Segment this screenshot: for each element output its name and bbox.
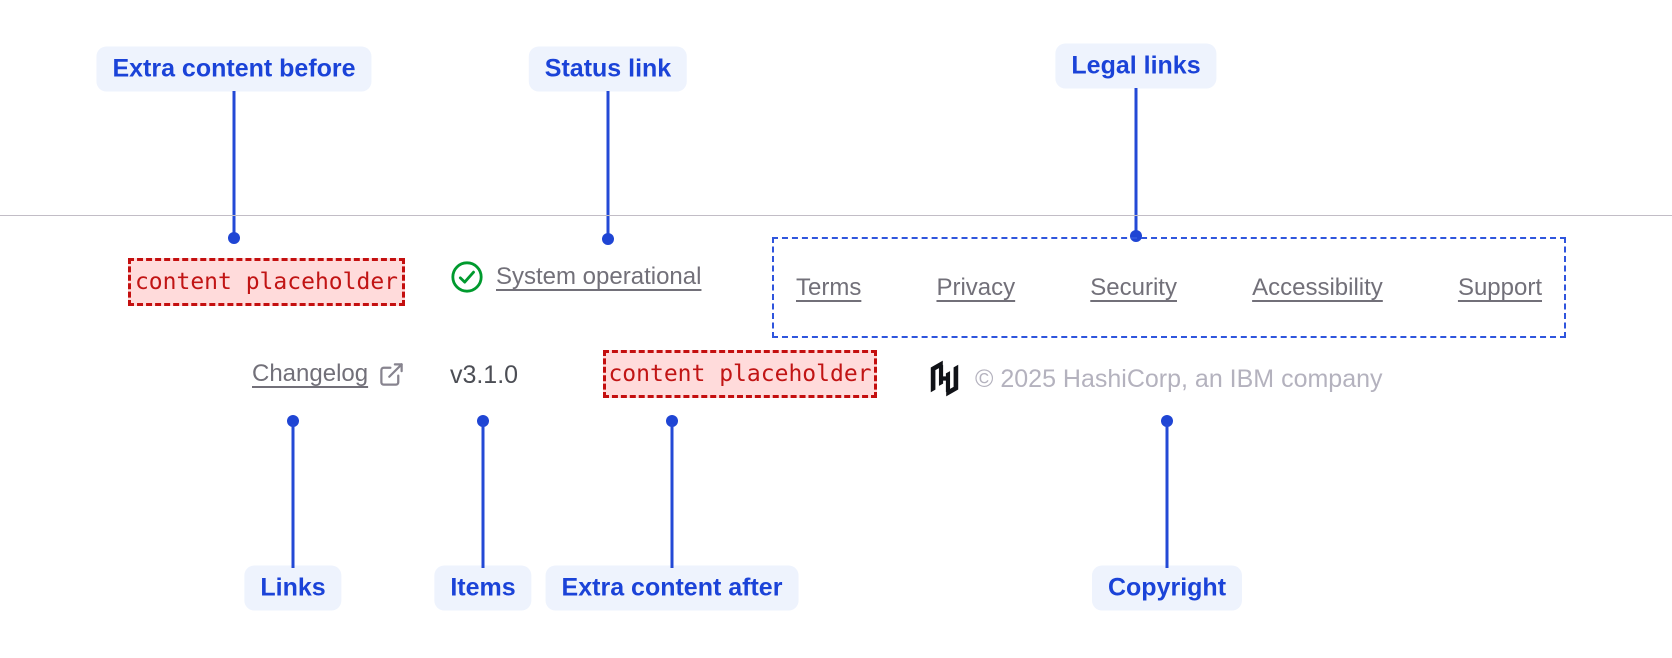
connector-dot-extra-content-after <box>666 415 678 427</box>
connector-line-status-link <box>606 91 610 237</box>
placeholder-text: content placeholder <box>134 269 399 295</box>
legal-link-privacy[interactable]: Privacy <box>936 273 1016 301</box>
status-link-label[interactable]: System operational <box>496 263 702 290</box>
legal-link-support[interactable]: Support <box>1457 273 1542 301</box>
version-item: v3.1.0 <box>446 360 522 390</box>
status-link[interactable]: System operational <box>450 258 701 296</box>
hashicorp-logo <box>926 360 963 397</box>
annotation-label: Extra content after <box>561 573 783 602</box>
annotation-items: Items <box>434 565 532 611</box>
connector-line-extra-content-before <box>232 91 236 235</box>
connector-dot-extra-content-before <box>228 232 240 244</box>
changelog-link-label[interactable]: Changelog <box>252 360 369 387</box>
changelog-link[interactable]: Changelog <box>252 356 405 392</box>
connector-line-copyright <box>1165 424 1169 568</box>
annotation-copyright: Copyright <box>1091 565 1243 611</box>
connector-dot-items <box>477 415 489 427</box>
legal-link-terms[interactable]: Terms <box>796 273 862 301</box>
legal-links-region: Terms Privacy Security Accessibility Sup… <box>772 237 1566 338</box>
connector-dot-legal-links <box>1130 230 1142 242</box>
annotation-label: Status link <box>544 54 672 83</box>
annotation-label: Copyright <box>1107 573 1227 602</box>
annotation-extra-content-before: Extra content before <box>96 46 372 92</box>
connector-line-links <box>291 424 295 568</box>
connector-line-extra-content-after <box>670 424 674 568</box>
extra-content-before-placeholder: content placeholder <box>128 258 405 306</box>
connector-line-items <box>481 424 485 568</box>
annotation-status-link: Status link <box>528 46 688 92</box>
annotation-legal-links: Legal links <box>1055 43 1217 89</box>
annotation-extra-content-after: Extra content after <box>545 565 799 611</box>
connector-dot-links <box>287 415 299 427</box>
connector-dot-status-link <box>602 233 614 245</box>
version-label: v3.1.0 <box>449 361 519 389</box>
legal-link-security[interactable]: Security <box>1090 273 1177 301</box>
annotation-label: Legal links <box>1071 51 1201 80</box>
annotation-label: Extra content before <box>112 54 356 83</box>
connector-dot-copyright <box>1161 415 1173 427</box>
copyright-text: © 2025 HashiCorp, an IBM company <box>975 365 1383 393</box>
placeholder-text: content placeholder <box>608 361 872 387</box>
connector-line-legal-links <box>1134 88 1138 232</box>
legal-link-accessibility[interactable]: Accessibility <box>1252 273 1383 301</box>
check-circle-icon <box>450 260 484 294</box>
annotation-label: Items <box>450 573 516 602</box>
external-link-icon <box>378 361 405 388</box>
annotation-label: Links <box>260 573 326 602</box>
footer-top-divider <box>0 215 1672 216</box>
extra-content-after-placeholder: content placeholder <box>603 350 877 398</box>
annotation-links: Links <box>244 565 342 611</box>
